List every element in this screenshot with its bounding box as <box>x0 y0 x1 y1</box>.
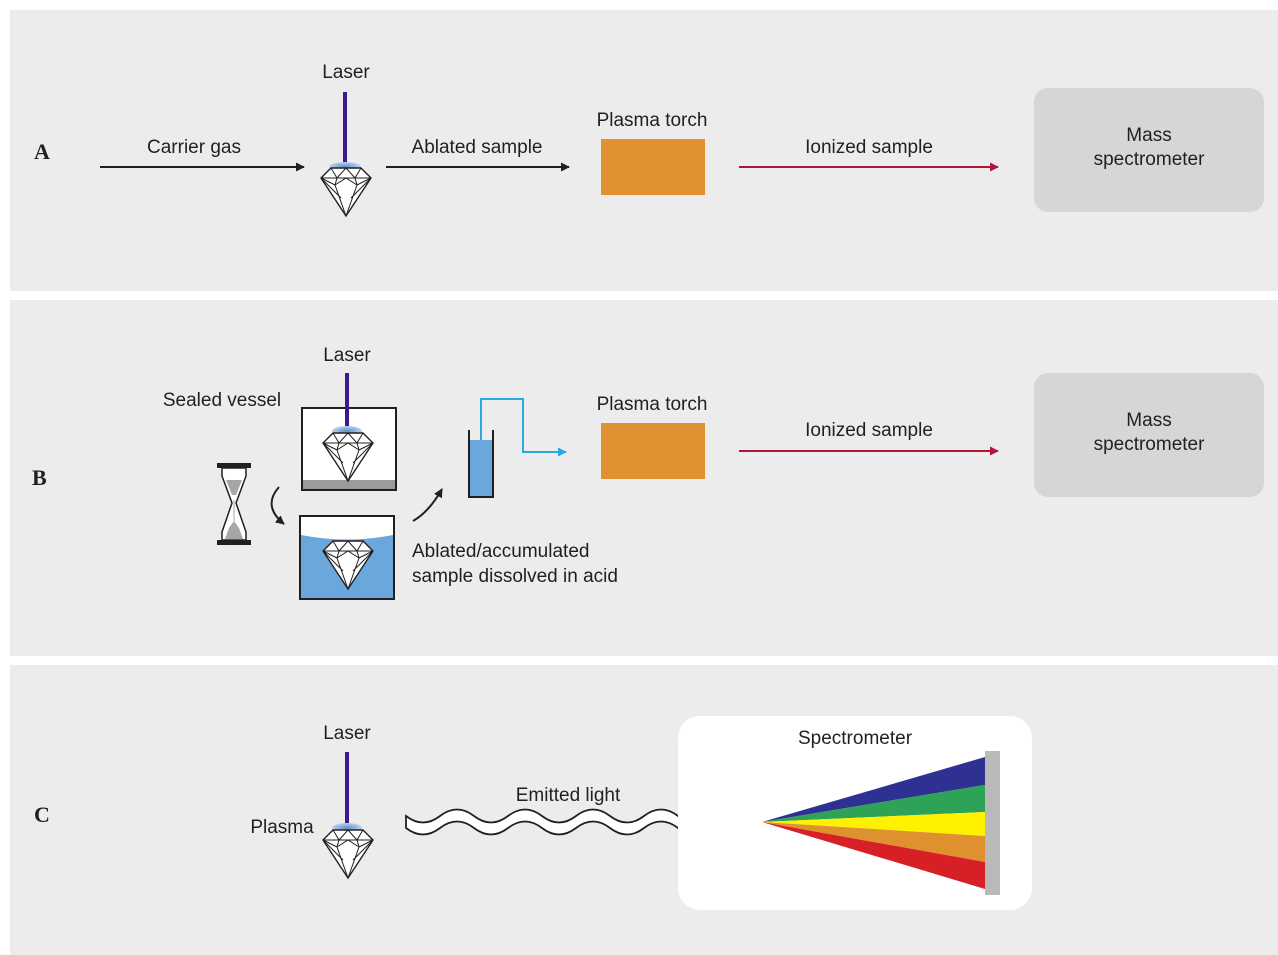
curved-arrow-down <box>270 486 285 525</box>
panel-b: B Sealed vessel Laser Ablated/accumulate… <box>10 300 1278 656</box>
mass-spectrometer-label-line1: Mass <box>1126 410 1171 431</box>
panel-letter: C <box>34 802 50 827</box>
panel-letter: A <box>34 139 50 164</box>
plasma-torch-box <box>601 139 705 195</box>
spectrum-band-green <box>762 785 985 822</box>
laser-label: Laser <box>323 723 371 744</box>
dissolved-label-line2: sample dissolved in acid <box>412 566 618 587</box>
mass-spectrometer-label-line2: spectrometer <box>1094 149 1206 170</box>
panel-c: C Laser Plasma Emitted light Spectromete… <box>10 665 1278 955</box>
laser-beam <box>343 92 347 166</box>
laser-beam <box>345 373 349 430</box>
curved-arrow-up <box>412 488 443 522</box>
spectrum-band-blue <box>762 757 985 822</box>
mass-spectrometer-box <box>1034 373 1264 497</box>
plasma-torch-label: Plasma torch <box>597 110 708 131</box>
mass-spectrometer-box <box>1034 88 1264 212</box>
sample-transfer-line <box>480 398 567 457</box>
carrier-gas-label: Carrier gas <box>147 137 241 158</box>
plasma-label: Plasma <box>250 817 314 838</box>
sealed-vessel-label: Sealed vessel <box>163 390 281 411</box>
ionized-sample-label: Ionized sample <box>805 420 933 441</box>
mass-spectrometer-label-line1: Mass <box>1126 125 1171 146</box>
test-tube-liquid <box>470 440 492 496</box>
panel-letter: B <box>32 465 47 490</box>
panel-c-background <box>10 665 1278 955</box>
detector-bar <box>985 751 1000 895</box>
plasma-torch-box <box>601 423 705 479</box>
spectrometer-label: Spectrometer <box>798 728 913 749</box>
ablated-sample-label: Ablated sample <box>412 137 543 158</box>
test-tube <box>468 430 494 498</box>
spectrum-band-yellow <box>762 812 985 836</box>
spectrum-fan <box>762 757 985 889</box>
emitted-light-label: Emitted light <box>516 785 621 806</box>
laser-label: Laser <box>322 62 370 83</box>
mass-spectrometer-label-line2: spectrometer <box>1094 434 1206 455</box>
vessel-floor <box>303 480 395 489</box>
laser-beam <box>345 752 349 826</box>
hourglass-icon <box>217 463 251 545</box>
spectrum-band-red <box>762 822 985 889</box>
plasma-torch-label: Plasma torch <box>597 394 708 415</box>
panel-a: A Laser Carrier gas Ablated sample Plasm… <box>10 10 1278 291</box>
dissolved-label-line1: Ablated/accumulated <box>412 541 589 562</box>
ionized-sample-label: Ionized sample <box>805 137 933 158</box>
laser-label: Laser <box>323 345 371 366</box>
